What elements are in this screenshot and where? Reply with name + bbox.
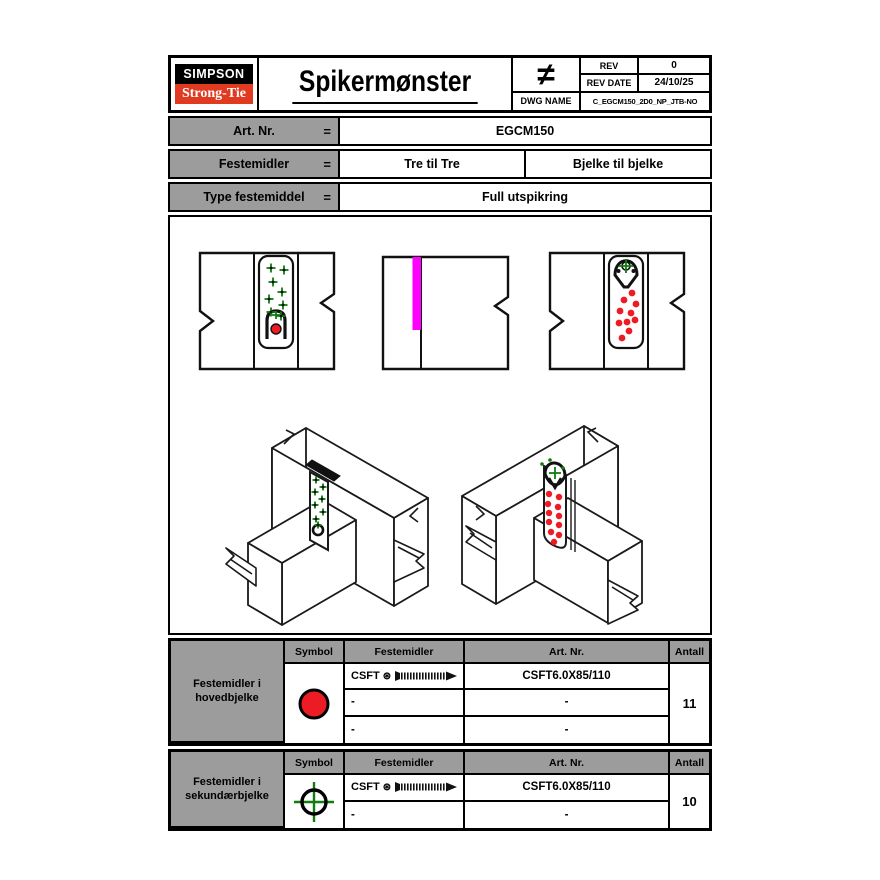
col-header-festemidler: Festemidler xyxy=(345,752,465,775)
festemidler-value-2: Bjelke til bjelke xyxy=(524,151,710,177)
antall-value: 11 xyxy=(670,664,709,743)
fastener-cell-empty: - xyxy=(345,801,465,828)
art-nr-cell-empty: - xyxy=(465,690,670,717)
red-nail-markers xyxy=(615,289,640,342)
crosshair-icon xyxy=(294,781,334,822)
dwg-name-value: C_EGCM150_2D0_NP_JTB-NO xyxy=(579,92,709,110)
fastener-cell: CSFT ⊛ xyxy=(345,775,465,802)
col-header-art-nr: Art. Nr. xyxy=(465,752,670,775)
col-header-antall: Antall xyxy=(670,641,709,664)
break-flags xyxy=(225,539,425,587)
symbol-red-circle xyxy=(285,664,345,743)
fastener-cell-empty: - xyxy=(345,716,465,743)
hanger-strap xyxy=(309,470,329,552)
art-nr-value: EGCM150 xyxy=(495,124,555,138)
col-header-festemidler: Festemidler xyxy=(345,641,465,664)
drawing-area xyxy=(168,215,712,635)
drawing-sheet: SIMPSON Strong-Tie Spikermønster ≠ REV 0… xyxy=(168,55,712,831)
hanger-plate-magenta xyxy=(412,257,421,330)
art-nr-cell: CSFT6.0X85/110 xyxy=(465,664,670,691)
dwg-name-label: DWG NAME xyxy=(520,96,572,107)
rev-value: 0 xyxy=(637,58,709,76)
title-cell: Spikermønster xyxy=(259,58,513,110)
screw-icon xyxy=(395,782,458,793)
art-nr-cell: CSFT6.0X85/110 xyxy=(465,775,670,802)
info-row-art-nr: Art. Nr. = EGCM150 xyxy=(168,116,712,146)
symbol-green-crosshair xyxy=(285,775,345,828)
title-block: SIMPSON Strong-Tie Spikermønster ≠ REV 0… xyxy=(168,55,712,113)
revision-block: ≠ REV 0 REV DATE 24/10/25 DWG NAME C_EGC… xyxy=(513,58,709,110)
iso-view-secondary-beam-side xyxy=(461,425,643,625)
side-view-hanger xyxy=(381,255,510,371)
break-flags xyxy=(465,525,639,625)
art-nr-cell-empty: - xyxy=(465,801,670,828)
back-view-secondary-beam xyxy=(548,251,686,371)
fastener-name: CSFT xyxy=(351,781,380,794)
torx-icon: ⊛ xyxy=(382,670,392,682)
screw-icon xyxy=(395,671,458,682)
art-nr-cell-empty: - xyxy=(465,716,670,743)
logo-strongtie: Strong-Tie xyxy=(175,84,253,104)
rev-label: REV xyxy=(579,58,637,76)
info-label-art-nr: Art. Nr. = xyxy=(170,118,340,144)
equals-sign: = xyxy=(323,156,331,172)
fastener-cell: CSFT ⊛ xyxy=(345,664,465,691)
type-festemiddel-value: Full utspikring xyxy=(481,190,569,204)
iso-view-main-beam-side xyxy=(225,427,429,626)
green-nail-markers xyxy=(311,476,327,529)
antall-value: 10 xyxy=(670,775,709,828)
festemidler-value-1: Tre til Tre xyxy=(404,157,460,171)
equals-sign: = xyxy=(323,189,331,205)
rev-date-label: REV DATE xyxy=(579,75,637,93)
hanger-top-flange xyxy=(305,459,341,482)
green-nail-markers xyxy=(264,263,289,321)
red-circle-icon xyxy=(298,688,330,719)
hanger-top xyxy=(613,259,639,289)
fastener-cell-empty: - xyxy=(345,690,465,717)
logo-simpson: SIMPSON xyxy=(175,64,253,84)
col-header-art-nr: Art. Nr. xyxy=(465,641,670,664)
info-label-text: Type festemiddel xyxy=(203,190,305,204)
fastener-name: CSFT xyxy=(351,670,380,683)
info-row-type-festemiddel: Type festemiddel = Full utspikring xyxy=(168,182,712,212)
info-label-text: Art. Nr. xyxy=(233,124,275,138)
red-nail-markers xyxy=(544,490,563,546)
page-title: Spikermønster xyxy=(292,65,478,104)
col-header-symbol: Symbol xyxy=(285,752,345,775)
rev-date-value: 24/10/25 xyxy=(637,75,709,93)
green-crosshair xyxy=(540,458,565,479)
not-equal-icon: ≠ xyxy=(513,58,579,93)
front-view-main-beam xyxy=(198,251,336,371)
logo: SIMPSON Strong-Tie xyxy=(171,58,259,110)
info-label-type-festemiddel: Type festemiddel = xyxy=(170,184,340,210)
red-fastener-dot xyxy=(270,323,282,335)
info-label-festemidler: Festemidler = xyxy=(170,151,340,177)
col-header-symbol: Symbol xyxy=(285,641,345,664)
info-label-text: Festemidler xyxy=(218,157,290,171)
col-header-antall: Antall xyxy=(670,752,709,775)
info-row-festemidler: Festemidler = Tre til Tre Bjelke til bje… xyxy=(168,149,712,179)
green-crosshair xyxy=(619,259,633,273)
torx-icon: ⊛ xyxy=(382,781,392,793)
equals-sign: = xyxy=(323,123,331,139)
